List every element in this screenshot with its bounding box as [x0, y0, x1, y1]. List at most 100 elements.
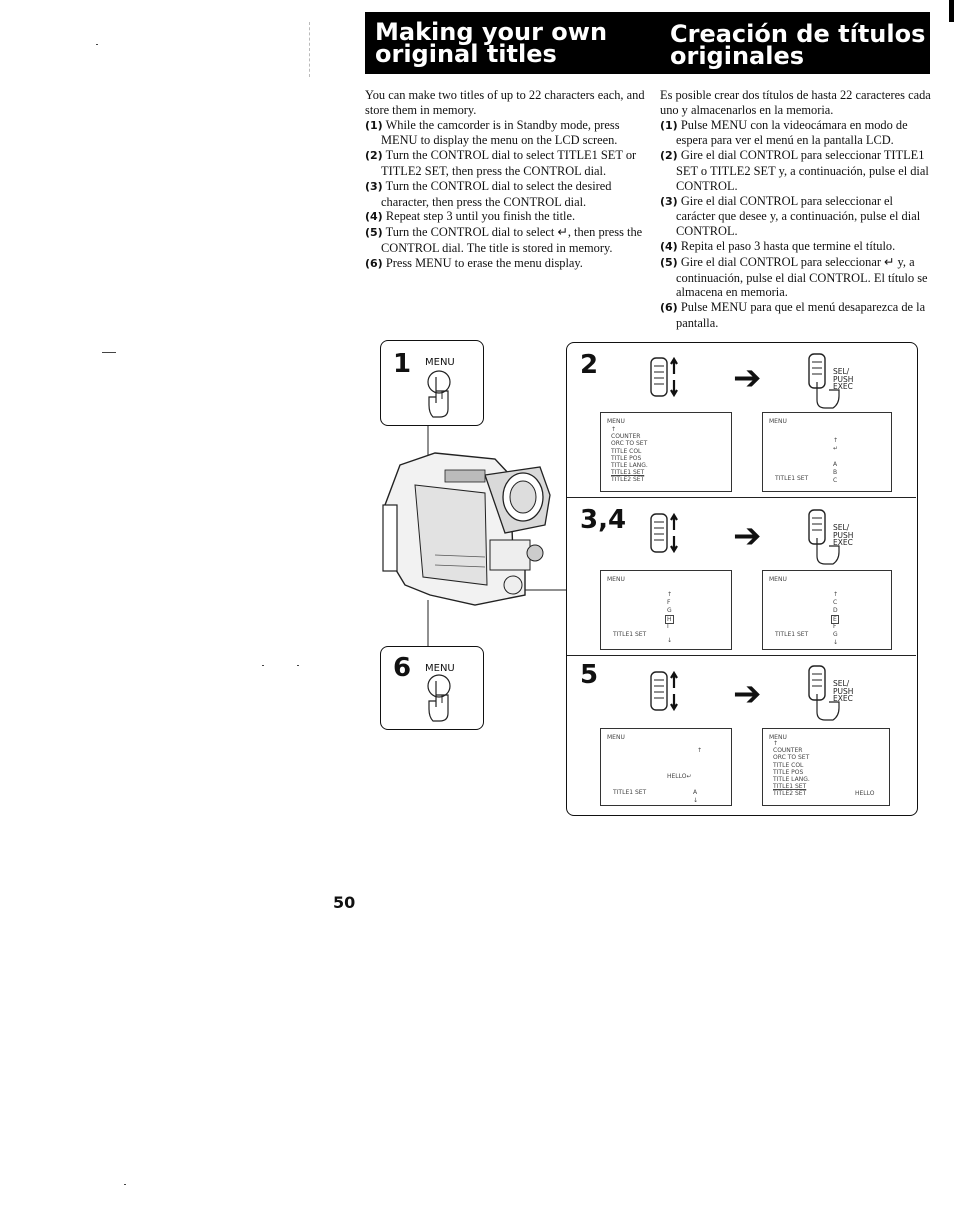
menu-item: ORC TO SET: [773, 754, 810, 762]
finger-press-menu-icon: [427, 370, 451, 418]
camcorder-illustration: [382, 452, 551, 606]
sel-push-exec-label: SEL/ PUSH EXEC: [833, 679, 854, 703]
menu-heading: MENU: [607, 734, 625, 741]
scan-speck: [102, 352, 116, 353]
english-column: You can make two titles of up to 22 char…: [365, 88, 645, 272]
menu-heading: MENU: [769, 734, 787, 741]
control-dial-press-icon: [808, 665, 840, 721]
control-dial-turn-icon: [650, 670, 678, 712]
scan-speck: [124, 1184, 126, 1185]
finger-press-menu-icon: [427, 674, 451, 722]
spanish-step: (4) Repita el paso 3 hasta que termine e…: [660, 238, 896, 253]
menu-item: COUNTER: [773, 747, 803, 755]
char-item: A: [693, 789, 698, 796]
spanish-step: (1) Pulse MENU con la videocámara en mod…: [660, 117, 908, 148]
lcd-screen-title-complete: MENU ↑ HELLO↵ A ↓ TITLE1 SET: [600, 728, 732, 806]
menu-item: TITLE COL: [611, 447, 642, 455]
menu-list: ↑ COUNTER ORC TO SET TITLE COL TITLE POS…: [773, 740, 810, 798]
menu-item: TITLE2 SET: [773, 790, 807, 798]
control-dial-turn-icon: [650, 356, 678, 398]
spanish-column: Es posible crear dos títulos de hasta 22…: [660, 88, 932, 331]
step6-number: 6: [393, 653, 412, 683]
char-item-selected: E: [831, 615, 839, 624]
scan-speck: [262, 665, 264, 666]
char-item: F: [667, 599, 671, 606]
char-item: I: [667, 623, 669, 630]
menu-item: TITLE1 SET: [611, 469, 645, 477]
lcd-screen-char-select: MENU ↑ C D E F G ↓ TITLE1 SET: [762, 570, 892, 650]
english-intro: You can make two titles of up to 22 char…: [365, 88, 645, 117]
scan-speck: [297, 665, 299, 666]
english-title: Making your own original titles: [375, 18, 608, 68]
fold-line: [309, 22, 310, 77]
english-step: (2) Turn the CONTROL dial to select TITL…: [365, 148, 637, 178]
title1-set-label: TITLE1 SET: [613, 789, 647, 796]
spanish-step: (3) Gire el dial CONTROL para selecciona…: [660, 193, 921, 239]
next-arrow-icon: ➔: [733, 516, 762, 556]
control-dial-press-icon: [808, 353, 840, 409]
menu-item: TITLE1 SET: [773, 783, 807, 791]
menu-item: TITLE POS: [611, 454, 642, 462]
title1-set-label: TITLE1 SET: [775, 475, 809, 482]
lcd-screen-menu-stored: MENU ↑ COUNTER ORC TO SET TITLE COL TITL…: [762, 728, 890, 806]
menu-heading: MENU: [607, 418, 625, 425]
menu-item: TITLE COL: [773, 761, 804, 769]
menu-item: TITLE LANG.: [611, 462, 648, 470]
lcd-screen-title-entry: MENU ↑ ↵ A B C TITLE1 SET: [762, 412, 892, 492]
char-item: F: [833, 623, 837, 630]
char-item: G: [833, 631, 838, 638]
char-item-selected: H: [665, 615, 674, 624]
menu-item: COUNTER: [611, 433, 641, 441]
char-item: B: [833, 469, 838, 476]
english-step: (5) Turn the CONTROL dial to select ↵, t…: [365, 225, 643, 255]
row2-number: 2: [580, 350, 599, 380]
row5-number: 5: [580, 660, 599, 690]
spanish-step: (2) Gire el dial CONTROL para selecciona…: [660, 148, 929, 193]
row-divider: [567, 497, 916, 498]
title-text: HELLO↵: [667, 773, 692, 780]
spanish-step: (5) Gire el dial CONTROL para selecciona…: [660, 254, 928, 300]
spanish-title: Creación de títulos originales: [670, 20, 926, 70]
stored-title-text: HELLO: [855, 790, 875, 797]
char-item: G: [667, 607, 672, 614]
scan-speck: [96, 44, 98, 45]
control-dial-press-icon: [808, 509, 840, 565]
sel-push-exec-label: SEL/ PUSH EXEC: [833, 367, 854, 391]
title1-set-label: TITLE1 SET: [613, 631, 647, 638]
menu-item: TITLE LANG.: [773, 776, 810, 784]
page-number: 50: [333, 893, 356, 912]
step1-number: 1: [393, 349, 412, 379]
english-step: (3) Turn the CONTROL dial to select the …: [365, 178, 612, 209]
menu-heading: MENU: [769, 576, 787, 583]
english-step: (1) While the camcorder is in Standby mo…: [365, 117, 620, 148]
title1-set-label: TITLE1 SET: [775, 631, 809, 638]
menu-button-label: MENU: [425, 663, 455, 674]
menu-item: TITLE2 SET: [611, 476, 645, 484]
step1-panel: 1 MENU: [380, 340, 484, 426]
sel-push-exec-label: SEL/ PUSH EXEC: [833, 523, 854, 547]
row-divider: [567, 655, 916, 656]
menu-button-label: MENU: [425, 357, 455, 368]
control-dial-turn-icon: [650, 512, 678, 554]
header-bar: Making your own original titles Creación…: [365, 12, 930, 74]
char-item: D: [833, 607, 838, 614]
menu-list: ↑ COUNTER ORC TO SET TITLE COL TITLE POS…: [611, 426, 648, 484]
menu-heading: MENU: [607, 576, 625, 583]
menu-item: TITLE POS: [773, 768, 804, 776]
menu-item: ORC TO SET: [611, 440, 648, 448]
char-item: A: [833, 461, 838, 468]
spanish-step: (6) Pulse MENU para que el menú desapare…: [660, 300, 926, 330]
lcd-screen-char-select: MENU ↑ F G H I ↓ TITLE1 SET: [600, 570, 732, 650]
edge-tab: [949, 0, 954, 22]
english-step: (4) Repeat step 3 until you finish the t…: [365, 209, 576, 224]
next-arrow-icon: ➔: [733, 674, 762, 714]
next-arrow-icon: ➔: [733, 358, 762, 398]
spanish-intro: Es posible crear dos títulos de hasta 22…: [660, 88, 931, 117]
row34-number: 3,4: [580, 505, 627, 535]
menu-heading: MENU: [769, 418, 787, 425]
step6-panel: 6 MENU: [380, 646, 484, 730]
english-step: (6) Press MENU to erase the menu display…: [365, 255, 583, 270]
lcd-screen-menu: MENU ↑ COUNTER ORC TO SET TITLE COL TITL…: [600, 412, 732, 492]
char-item: C: [833, 599, 838, 606]
char-item: C: [833, 477, 838, 484]
